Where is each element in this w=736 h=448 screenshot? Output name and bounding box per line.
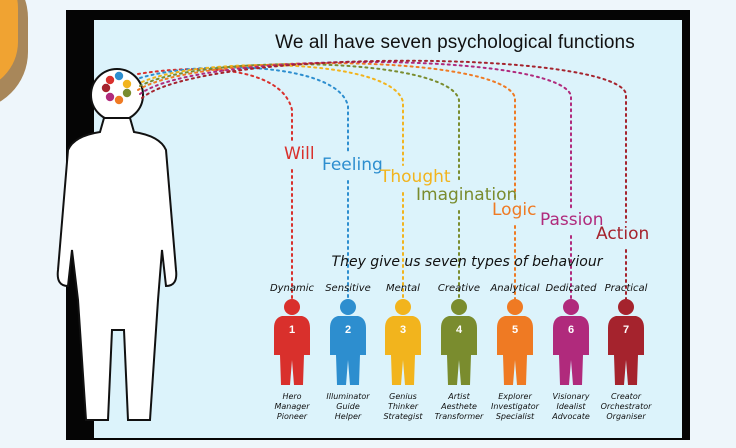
behaviour-figure: 4 [441,299,477,385]
behaviour-label-creative: Creative [437,283,481,294]
brain-dot [122,79,132,89]
role-label: Strategist [383,412,423,421]
role-label: Aesthete [441,402,477,411]
function-label-thought: Thought [380,167,451,187]
role-label: Specialist [495,412,535,421]
role-label: Creator [610,392,642,401]
role-label: Genius [389,392,417,401]
role-label: Transformer [434,412,484,421]
role-label: Explorer [498,392,532,401]
brain-dot [114,71,124,81]
connector-line-upper [139,66,349,154]
role-label: Idealist [556,402,586,411]
roles-type-4: Artist Aesthete Transformer [427,392,491,422]
behaviour-figure: 2 [330,299,366,385]
poster-panel [94,20,682,438]
connector-line-upper [137,68,293,143]
brain-dot [105,92,115,102]
role-label: Helper [334,412,362,421]
role-label: Thinker [387,402,419,411]
role-label: Advocate [552,412,590,421]
function-label-action: Action [596,224,650,244]
brain-dot [101,83,111,93]
human-silhouette [56,68,178,421]
brain-dot [105,75,115,85]
role-label: Illuminator [326,392,370,401]
function-label-passion: Passion [540,210,604,230]
figure-number: 4 [456,324,463,336]
brain-dot [122,88,132,98]
roles-type-5: Explorer Investigator Specialist [483,392,547,422]
figure-number: 2 [345,324,351,336]
behaviour-label-dedicated: Dedicated [545,283,597,294]
role-label: Hero [282,392,302,401]
figure-number: 1 [289,324,295,336]
role-label: Manager [274,402,310,411]
roles-type-7: Creator Orchestrator Organiser [594,392,658,422]
connector-line-upper [139,63,460,184]
roles-type-2: Illuminator Guide Helper [316,392,380,422]
behaviour-figure: 6 [553,299,589,385]
behaviour-label-analytical: Analytical [490,283,540,294]
behaviour-label-practical: Practical [604,283,648,294]
behaviour-label-mental: Mental [386,283,420,294]
figure-number: 5 [512,324,518,336]
role-label: Investigator [491,402,539,411]
connector-line-upper [139,61,572,209]
behaviour-figure: 3 [385,299,421,385]
poster-title: We all have seven psychological function… [275,32,635,53]
function-label-logic: Logic [492,200,537,220]
behaviour-figures: 1 2 3 4 5 6 7 [274,299,644,385]
roles-type-1: Hero Manager Pioneer [260,392,324,422]
function-label-will: Will [284,144,315,164]
role-label: Guide [336,402,360,411]
figure-number: 7 [623,324,629,336]
role-label: Organiser [606,412,646,421]
function-label-imagination: Imagination [416,185,518,205]
poster-subtitle: They give us seven types of behaviour [331,254,603,270]
role-label: Visionary [552,392,590,401]
role-label: Pioneer [276,412,308,421]
behaviour-figure: 7 [608,299,644,385]
behaviour-figure: 1 [274,299,310,385]
brain-dot [114,95,124,105]
brain-dots [101,71,132,105]
behaviour-label-dynamic: Dynamic [269,283,315,294]
roles-type-6: Visionary Idealist Advocate [539,392,603,422]
function-label-feeling: Feeling [322,155,383,175]
figure-number: 6 [568,324,574,336]
role-label: Orchestrator [600,402,652,411]
behaviour-figure: 5 [497,299,533,385]
connector-line-upper [141,59,627,223]
figure-number: 3 [400,324,406,336]
roles-type-3: Genius Thinker Strategist [371,392,435,422]
function-connector-lines [137,59,627,301]
connector-line-upper [141,64,404,166]
connector-line-upper [137,62,516,199]
behaviour-label-sensitive: Sensitive [325,283,371,294]
role-label: Artist [448,392,470,401]
